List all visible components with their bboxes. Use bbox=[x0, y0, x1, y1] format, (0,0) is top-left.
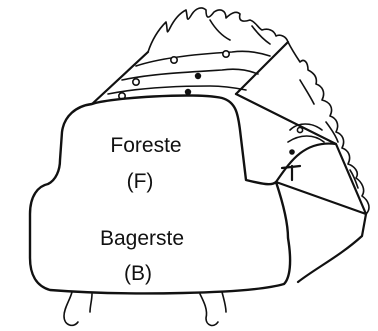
label-back-name: Bagerste bbox=[100, 227, 184, 250]
upper-surface bbox=[90, 40, 290, 106]
torn-back-edge bbox=[147, 7, 370, 215]
right-side-panel bbox=[234, 92, 368, 284]
label-front-code: (F) bbox=[127, 170, 154, 193]
label-back-code: (B) bbox=[124, 262, 152, 285]
label-front-name: Foreste bbox=[110, 134, 181, 157]
bottom-feet bbox=[63, 291, 227, 327]
front-profile-outline bbox=[28, 94, 292, 295]
